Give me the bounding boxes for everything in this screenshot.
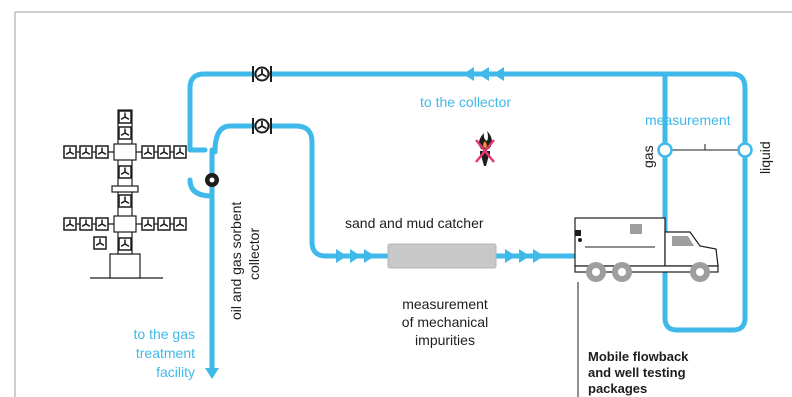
- main-flow-pipe: [212, 123, 578, 259]
- flow-arrows-main: [336, 249, 544, 263]
- collector-loop-pipe: [187, 71, 748, 333]
- mobile-packages-label: Mobile flowback and well testing package…: [588, 349, 689, 396]
- chemical-injection-icon: [205, 173, 219, 187]
- wellhead-icon: [63, 109, 187, 279]
- sorbent-collector-label: oil and gas sorbent collector: [228, 201, 262, 320]
- sand-mud-catcher: [387, 243, 497, 269]
- gas-meter-node: [657, 142, 673, 158]
- mech-impurities-label: measurement of mechanical impurities: [401, 296, 489, 348]
- down-arrow-icon: [205, 368, 219, 379]
- liquid-meter-node: [737, 142, 753, 158]
- sorbent-link-pipe: [187, 177, 215, 199]
- liquid-label: liquid: [757, 141, 773, 174]
- measurement-label: measurement: [645, 112, 731, 128]
- flare-icon: [475, 131, 495, 166]
- gas-treatment-label: to the gas treatment facility: [133, 326, 196, 380]
- flow-arrows-top: [463, 67, 504, 81]
- valve-icon: [252, 117, 272, 135]
- gas-label: gas: [640, 145, 656, 168]
- to-collector-label: to the collector: [420, 94, 512, 110]
- valve-icon: [252, 65, 272, 83]
- truck-icon: [574, 217, 719, 282]
- sand-catcher-label: sand and mud catcher: [345, 215, 484, 231]
